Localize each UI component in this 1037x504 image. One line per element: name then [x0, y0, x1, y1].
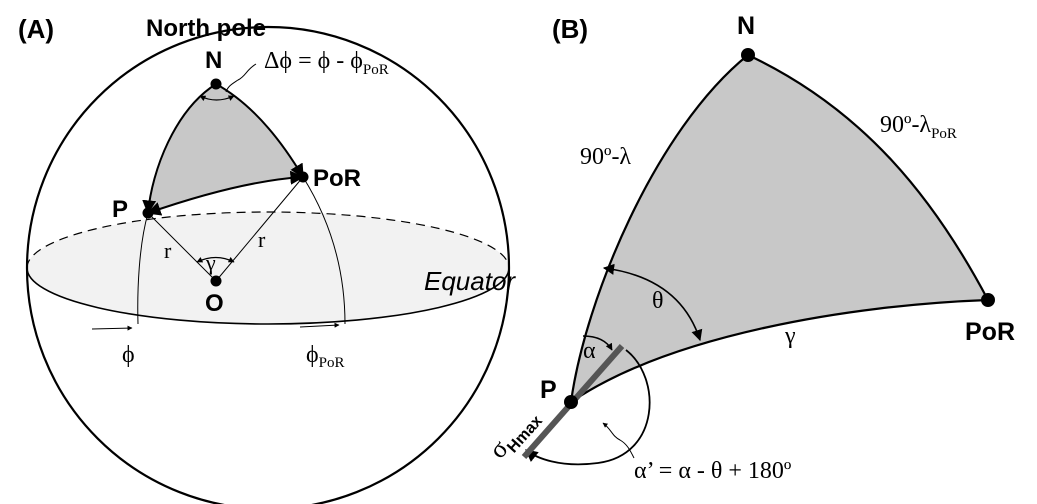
gamma-label-a: γ — [205, 250, 216, 275]
phi-label: ϕ — [122, 342, 135, 368]
side-npor-label: 90º-λPoR — [880, 112, 957, 142]
gamma-angle-arc — [196, 256, 235, 263]
delta-phi-angle-arc — [199, 95, 235, 102]
label-p-a: P — [112, 196, 128, 223]
phi-arrow — [91, 325, 133, 331]
point-p-a — [142, 207, 154, 219]
delta-phi-formula: Δϕ = ϕ - ϕPoR — [264, 48, 389, 78]
point-n-a — [210, 78, 222, 90]
alpha-prime-arc — [525, 349, 651, 466]
meridian-p — [137, 212, 149, 325]
panel-b-label: (B) — [552, 14, 588, 44]
equator-plane — [27, 212, 509, 324]
alpha-label: α — [583, 338, 596, 364]
arc-p-por — [146, 170, 305, 216]
label-o: O — [205, 290, 224, 317]
phi-por-label: ϕPoR — [306, 342, 345, 371]
point-por-b — [981, 293, 995, 307]
point-p-b — [564, 395, 578, 409]
panel-a: (A) North pole N P — [18, 14, 516, 504]
radius-label-left: r — [164, 238, 172, 263]
label-n-b: N — [737, 12, 755, 40]
triangle-a-fill — [148, 84, 303, 213]
alpha-angle-arc — [582, 335, 613, 351]
equator-front-arc — [26, 267, 510, 325]
side-np-label: 90º-λ — [580, 144, 631, 170]
arc-n-por — [215, 83, 304, 179]
label-n-a: N — [205, 47, 222, 74]
sphere-outline — [25, 25, 511, 504]
point-n-b — [741, 48, 755, 62]
theta-label: θ — [652, 288, 664, 314]
label-por-b: PoR — [965, 318, 1015, 346]
equator-label: Equator — [424, 266, 516, 296]
radius-label-right: r — [258, 227, 266, 252]
gamma-label-b: γ — [784, 323, 796, 349]
alpha-prime-leader — [602, 422, 635, 459]
point-o — [210, 275, 222, 287]
panel-a-label: (A) — [18, 14, 54, 44]
delta-phi-leader — [225, 63, 257, 93]
point-por-a — [297, 171, 309, 183]
triangle-b — [569, 53, 990, 405]
meridian-por — [302, 176, 346, 325]
panel-b: (B) N PoR P 90º-λ 90º-λPoR θ α γ σHmax α… — [483, 12, 1015, 484]
label-p-b: P — [540, 376, 557, 404]
label-por-a: PoR — [313, 165, 361, 192]
phi-por-arrow — [299, 322, 340, 328]
theta-angle-arc — [602, 263, 703, 342]
alpha-prime-formula: α’ = α - θ + 180º — [634, 458, 792, 484]
radius-op — [147, 212, 217, 282]
